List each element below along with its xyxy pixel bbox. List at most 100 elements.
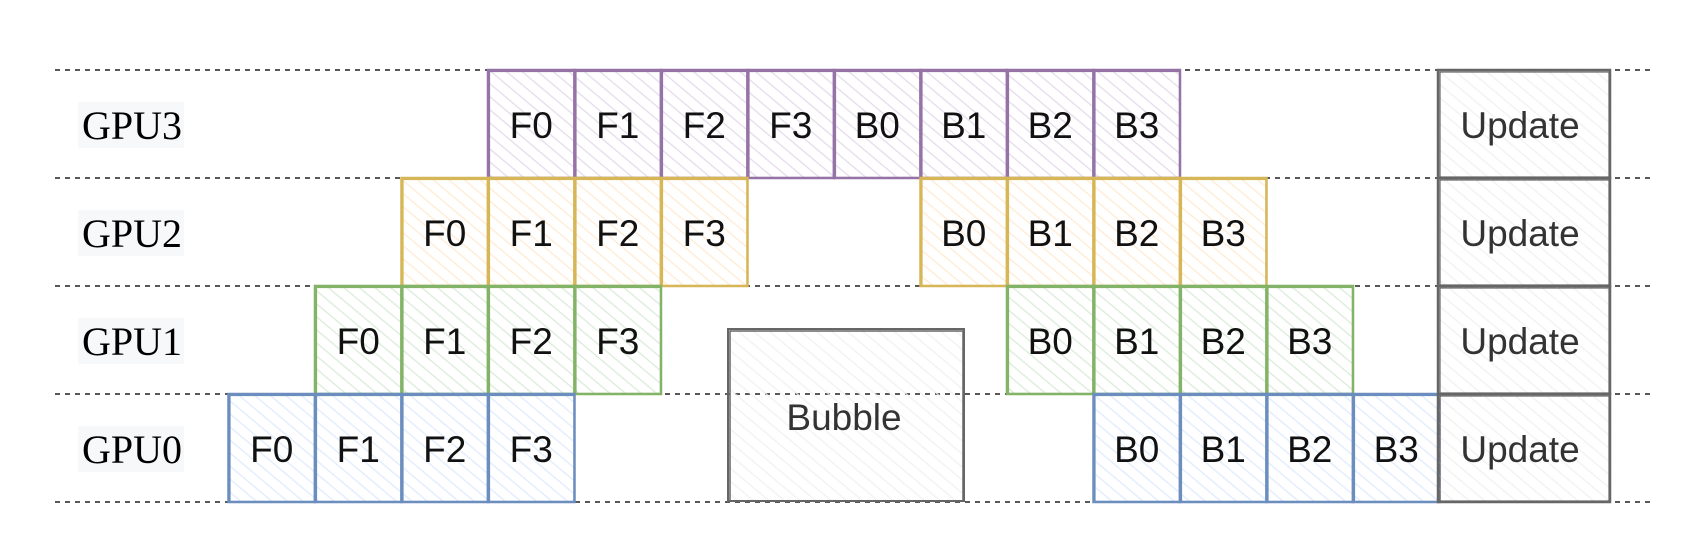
- cell-box: [227, 392, 317, 504]
- cell-box: [486, 68, 576, 180]
- cell-f3: F3: [486, 392, 576, 504]
- cell-f2: F2: [400, 392, 490, 504]
- bubble-rect-sketch: [729, 330, 964, 502]
- cell-label: F2: [510, 321, 553, 362]
- update-label: Update: [1460, 105, 1579, 146]
- cell-label: B3: [1287, 321, 1332, 362]
- update-box: Update: [1436, 68, 1612, 180]
- update-rect: [1436, 284, 1612, 396]
- cell-label: B1: [941, 105, 986, 146]
- cell-label: F0: [337, 321, 380, 362]
- cell-b3: B3: [1265, 284, 1355, 396]
- cell-label: B3: [1374, 429, 1419, 470]
- cell-box: [1092, 392, 1182, 504]
- row-label-bg: [78, 426, 184, 472]
- cell-label: F3: [510, 429, 553, 470]
- cell-box: [1178, 284, 1268, 396]
- cell-box: [573, 68, 663, 180]
- cell-label: F2: [423, 429, 466, 470]
- cell-label: B2: [1287, 429, 1332, 470]
- row-gpu3: GPU3 F0 F1 F2 F3 B0 B1 B2 B3 Update: [78, 68, 1612, 180]
- cell-b0: B0: [919, 176, 1009, 288]
- cell-label: B1: [1028, 213, 1073, 254]
- cell-f2: F2: [573, 176, 663, 288]
- cell-box: [832, 68, 922, 180]
- cell-label: B0: [1114, 429, 1159, 470]
- cell-f0: F0: [400, 176, 490, 288]
- row-label-bg: [78, 210, 184, 256]
- cell-label: F1: [337, 429, 380, 470]
- cell-f3: F3: [573, 284, 663, 396]
- cell-b3: B3: [1351, 392, 1441, 504]
- row-label: GPU2: [82, 211, 182, 256]
- cell-b0: B0: [832, 68, 922, 180]
- cell-b2: B2: [1265, 392, 1355, 504]
- cell-label: B3: [1201, 213, 1246, 254]
- cell-b1: B1: [1178, 392, 1268, 504]
- update-label: Update: [1460, 213, 1579, 254]
- cell-b0: B0: [1092, 392, 1182, 504]
- update-rect: [1436, 68, 1612, 180]
- row-label-bg: [78, 318, 184, 364]
- cell-b1: B1: [919, 68, 1009, 180]
- cell-b0: B0: [1005, 284, 1095, 396]
- cell-f3: F3: [659, 176, 749, 288]
- cell-label: B1: [1201, 429, 1246, 470]
- cell-label: F3: [683, 213, 726, 254]
- cell-label: F0: [510, 105, 553, 146]
- cell-box-sketch: [488, 394, 575, 503]
- update-label: Update: [1460, 429, 1579, 470]
- cell-box: [1178, 392, 1268, 504]
- cell-label: F1: [423, 321, 466, 362]
- update-box: Update: [1436, 176, 1612, 288]
- row-label: GPU0: [82, 427, 182, 472]
- cell-label: F2: [596, 213, 639, 254]
- cell-f1: F1: [486, 176, 576, 288]
- cell-f2: F2: [659, 68, 749, 180]
- cell-label: B1: [1114, 321, 1159, 362]
- cell-f0: F0: [227, 392, 317, 504]
- cell-box-sketch: [661, 178, 748, 287]
- cell-label: F1: [510, 213, 553, 254]
- cell-label: F3: [596, 321, 639, 362]
- cell-box: [486, 392, 576, 504]
- row-gpu0: GPU0 F0 F1 F2 F3 B0 B1 B2 B3 Update: [78, 392, 1612, 504]
- bubble-label: Bubble: [786, 397, 901, 438]
- update-box: Update: [1436, 284, 1612, 396]
- cell-box: [1092, 284, 1182, 396]
- cell-label: B0: [855, 105, 900, 146]
- row-label-bg: [78, 102, 184, 148]
- cell-box: [919, 68, 1009, 180]
- cell-box: [573, 176, 663, 288]
- cell-label: F2: [683, 105, 726, 146]
- cell-label: F0: [250, 429, 293, 470]
- update-label: Update: [1460, 321, 1579, 362]
- cell-b1: B1: [1005, 176, 1095, 288]
- cell-label: B0: [1028, 321, 1073, 362]
- cell-box: [1005, 284, 1095, 396]
- cell-b2: B2: [1092, 176, 1182, 288]
- update-rect: [1436, 176, 1612, 288]
- update-rect-sketch: [1439, 395, 1610, 502]
- cell-f0: F0: [313, 284, 403, 396]
- cell-f1: F1: [573, 68, 663, 180]
- cell-label: B2: [1114, 213, 1159, 254]
- cell-f1: F1: [313, 392, 403, 504]
- cell-b1: B1: [1092, 284, 1182, 396]
- bubble-box: Bubble: [727, 328, 965, 502]
- cell-b2: B2: [1005, 68, 1095, 180]
- cell-f2: F2: [486, 284, 576, 396]
- update-rect: [1436, 392, 1612, 504]
- cell-f1: F1: [400, 284, 490, 396]
- cell-label: B3: [1114, 105, 1159, 146]
- row-label: GPU3: [82, 103, 182, 148]
- update-box: Update: [1436, 392, 1612, 504]
- row-gpu2: GPU2 F0 F1 F2 F3 B0 B1 B2 B3 Update: [78, 176, 1612, 288]
- cell-b3: B3: [1092, 68, 1182, 180]
- cell-label: B0: [941, 213, 986, 254]
- cell-box: [1005, 176, 1095, 288]
- row-label: GPU1: [82, 319, 182, 364]
- cell-f3: F3: [746, 68, 836, 180]
